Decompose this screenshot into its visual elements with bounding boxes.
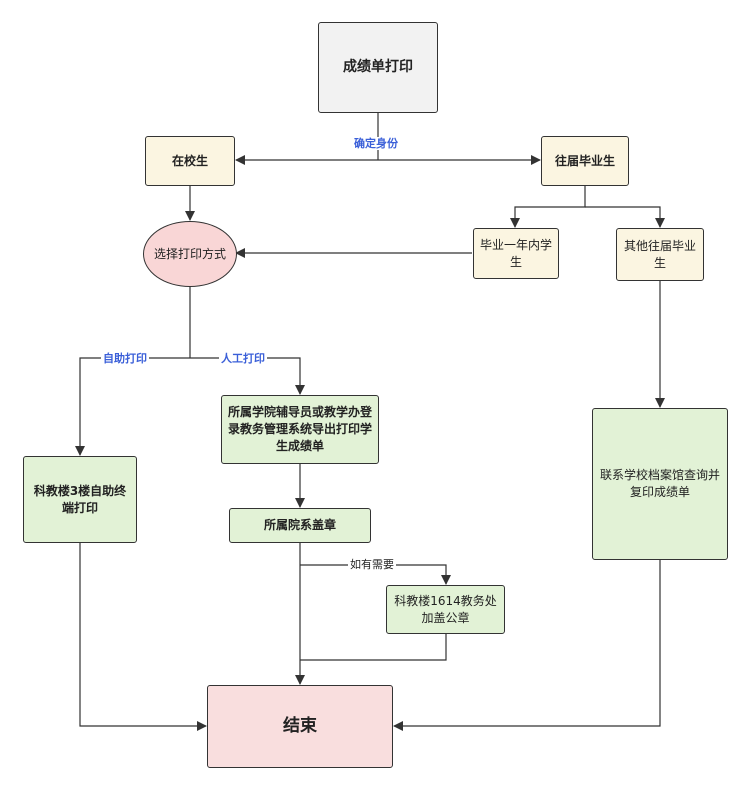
office-stamp-node: 科教楼1614教务处加盖公章 [386,585,505,634]
edge-to-self-service [75,357,190,456]
label-manual: 人工打印 [219,352,267,365]
other-grad-node: 其他往届毕业生 [616,228,704,281]
grad-within-year-node: 毕业一年内学生 [473,228,559,279]
choose-method-node: 选择打印方式 [143,221,237,287]
end-node: 结束 [207,685,393,768]
edge-self-end [79,543,207,731]
college-staff-print-node: 所属学院辅导员或教学办登录教务管理系统导出打印学生成绩单 [221,395,379,464]
start-node: 成绩单打印 [318,22,438,113]
archive-query-node: 联系学校档案馆查询并复印成绩单 [592,408,728,560]
college-stamp-node: 所属院系盖章 [229,508,371,543]
edge-graduate-split [510,185,586,228]
label-self-service: 自助打印 [101,352,149,365]
label-confirm-identity: 确定身份 [352,137,400,150]
graduate-node: 往届毕业生 [541,136,629,186]
edge-archive-end [393,560,661,731]
label-if-needed: 如有需要 [348,558,396,571]
self-service-print-node: 科教楼3楼自助终端打印 [23,456,137,543]
edge-graduate-other [585,206,665,228]
current-student-node: 在校生 [145,136,235,186]
edge-office-back [300,634,447,661]
